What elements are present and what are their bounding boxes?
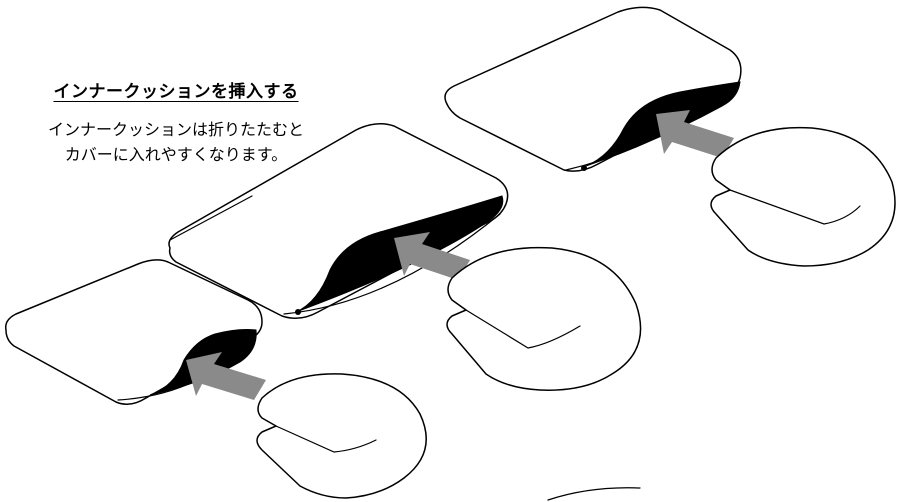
- insert-arrow-icon: [656, 110, 734, 158]
- insert-arrow-icon: [186, 352, 266, 400]
- folded-cushion-1-fold: [275, 425, 377, 453]
- zipper-pull-3: [581, 165, 587, 171]
- folded-inner-cushion-2: [446, 246, 642, 391]
- folded-cushion-3-fold: [729, 189, 861, 225]
- folded-inner-cushion-1: [256, 373, 427, 499]
- section-heading: インナークッションを挿入する: [53, 82, 299, 102]
- folded-inner-cushion-3: [710, 126, 896, 267]
- cover-2-inner-edge: [283, 213, 501, 315]
- cover-2-top-flap: [169, 195, 253, 241]
- cushion-cover-3: [444, 6, 742, 172]
- step-2-group: [168, 123, 642, 391]
- insert-arrow-icon: [394, 232, 470, 280]
- step-3-group: [444, 6, 896, 267]
- instruction-line-1: インナークッションは折りたたむと: [47, 120, 304, 139]
- instruction-line-2: カバーに入れやすくなります。: [64, 144, 288, 164]
- step-1-group: [4, 259, 427, 499]
- instruction-text: インナークッションは折りたたむと カバーに入れやすくなります。: [0, 118, 352, 168]
- cushion-cover-2: [168, 123, 509, 319]
- bottom-partial-outline: [547, 487, 641, 501]
- zipper-pull-2: [295, 309, 301, 315]
- folded-cushion-2-fold: [465, 309, 581, 349]
